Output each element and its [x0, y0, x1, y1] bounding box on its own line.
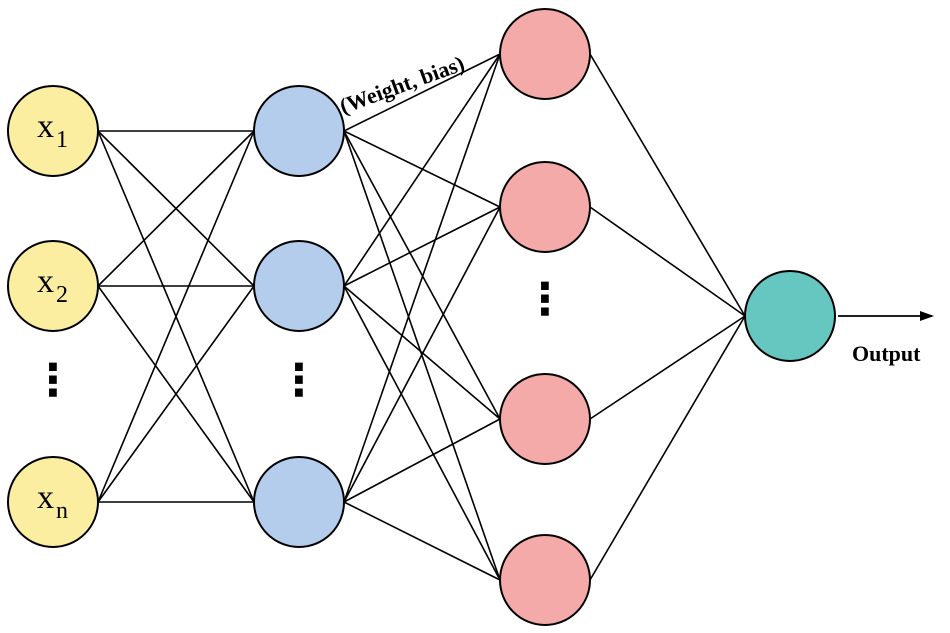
input-node-label: xn: [37, 479, 68, 524]
output-node: [744, 270, 836, 362]
hidden1-node: [253, 85, 345, 177]
edge-hidden2-output: [589, 315, 746, 420]
edge-hidden1-hidden2: [343, 130, 501, 420]
edge-hidden1-hidden2: [343, 53, 501, 132]
edge-input-hidden1: [97, 130, 255, 287]
edge-hidden1-hidden2: [343, 53, 501, 287]
hidden1-node: [253, 240, 345, 332]
edge-input-hidden1: [97, 130, 255, 503]
hidden1-ellipsis: ⋮: [277, 355, 321, 406]
edge-hidden1-hidden2: [343, 418, 501, 503]
hidden2-node: [499, 373, 591, 465]
hidden2-ellipsis: ⋮: [523, 274, 567, 325]
node-layer: x1 x2 xn: [7, 8, 836, 626]
input-node-label: x1: [37, 108, 68, 153]
edge-hidden2-output: [589, 315, 746, 581]
weight-bias-label: (Weight, bias): [336, 50, 467, 118]
edge-hidden1-hidden2: [343, 53, 501, 503]
input-node: [7, 456, 99, 548]
output-label: Output: [852, 341, 921, 366]
edge-hidden1-hidden2: [343, 206, 501, 287]
hidden2-node: [499, 534, 591, 626]
connection-lines: [97, 53, 746, 581]
input-node: [7, 240, 99, 332]
edge-hidden1-hidden2: [343, 501, 501, 581]
edge-hidden2-output: [589, 206, 746, 317]
edge-hidden1-hidden2: [343, 206, 501, 503]
hidden1-node: [253, 456, 345, 548]
edge-hidden1-hidden2: [343, 285, 501, 581]
edge-hidden2-output: [589, 53, 746, 317]
edge-hidden1-hidden2: [343, 285, 501, 420]
input-node: [7, 85, 99, 177]
edge-input-hidden1: [97, 285, 255, 503]
input-node-label: x2: [37, 263, 68, 308]
input-ellipsis: ⋮: [31, 355, 75, 406]
hidden2-node: [499, 161, 591, 253]
hidden2-node: [499, 8, 591, 100]
